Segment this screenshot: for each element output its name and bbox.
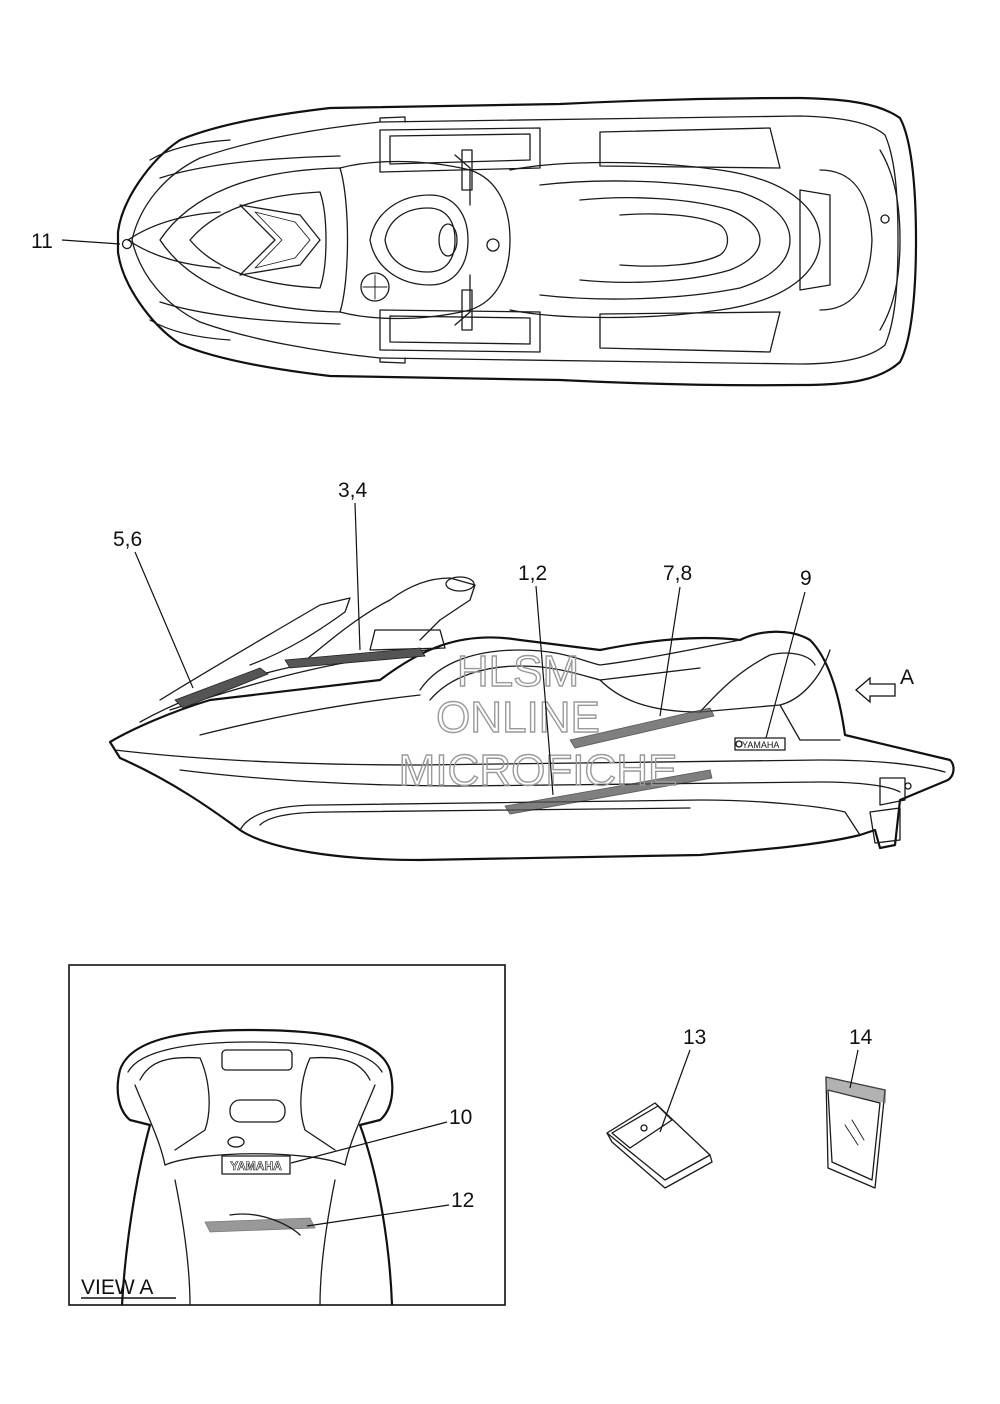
view-a-arrow-icon — [855, 676, 896, 704]
side-yamaha-decal-text: YAMAHA — [742, 740, 779, 750]
callout-10: 10 — [449, 1106, 472, 1129]
part-14-bag — [825, 1076, 886, 1189]
callout-a: A — [900, 666, 914, 689]
callout-1-2: 1,2 — [518, 562, 547, 585]
view-a-yamaha-decal: YAMAHA — [230, 1159, 282, 1173]
watermark-line-1: HLSM — [457, 647, 579, 696]
callout-7-8: 7,8 — [663, 562, 692, 585]
callouts: 11 3,4 5,6 1,2 7,8 9 A 10 12 13 14 — [31, 230, 914, 1227]
callout-3-4: 3,4 — [338, 479, 368, 502]
side-view-watercraft: YAMAHA — [108, 576, 955, 862]
watermark-line-3: MICROFICHE — [399, 746, 678, 795]
view-a-panel: YAMAHA VIEW A — [68, 964, 506, 1306]
callout-11: 11 — [31, 230, 53, 253]
callout-14: 14 — [849, 1026, 873, 1049]
callout-5-6: 5,6 — [113, 528, 142, 551]
watermark: HLSM ONLINE MICROFICHE — [398, 646, 678, 795]
callout-12: 12 — [451, 1189, 474, 1212]
view-a-label: VIEW A — [81, 1276, 153, 1299]
watermark-line-2: ONLINE — [436, 693, 600, 742]
callout-9: 9 — [800, 567, 812, 590]
callout-13: 13 — [683, 1026, 706, 1049]
top-view-watercraft — [116, 96, 918, 387]
part-13-pouch — [606, 1102, 713, 1189]
